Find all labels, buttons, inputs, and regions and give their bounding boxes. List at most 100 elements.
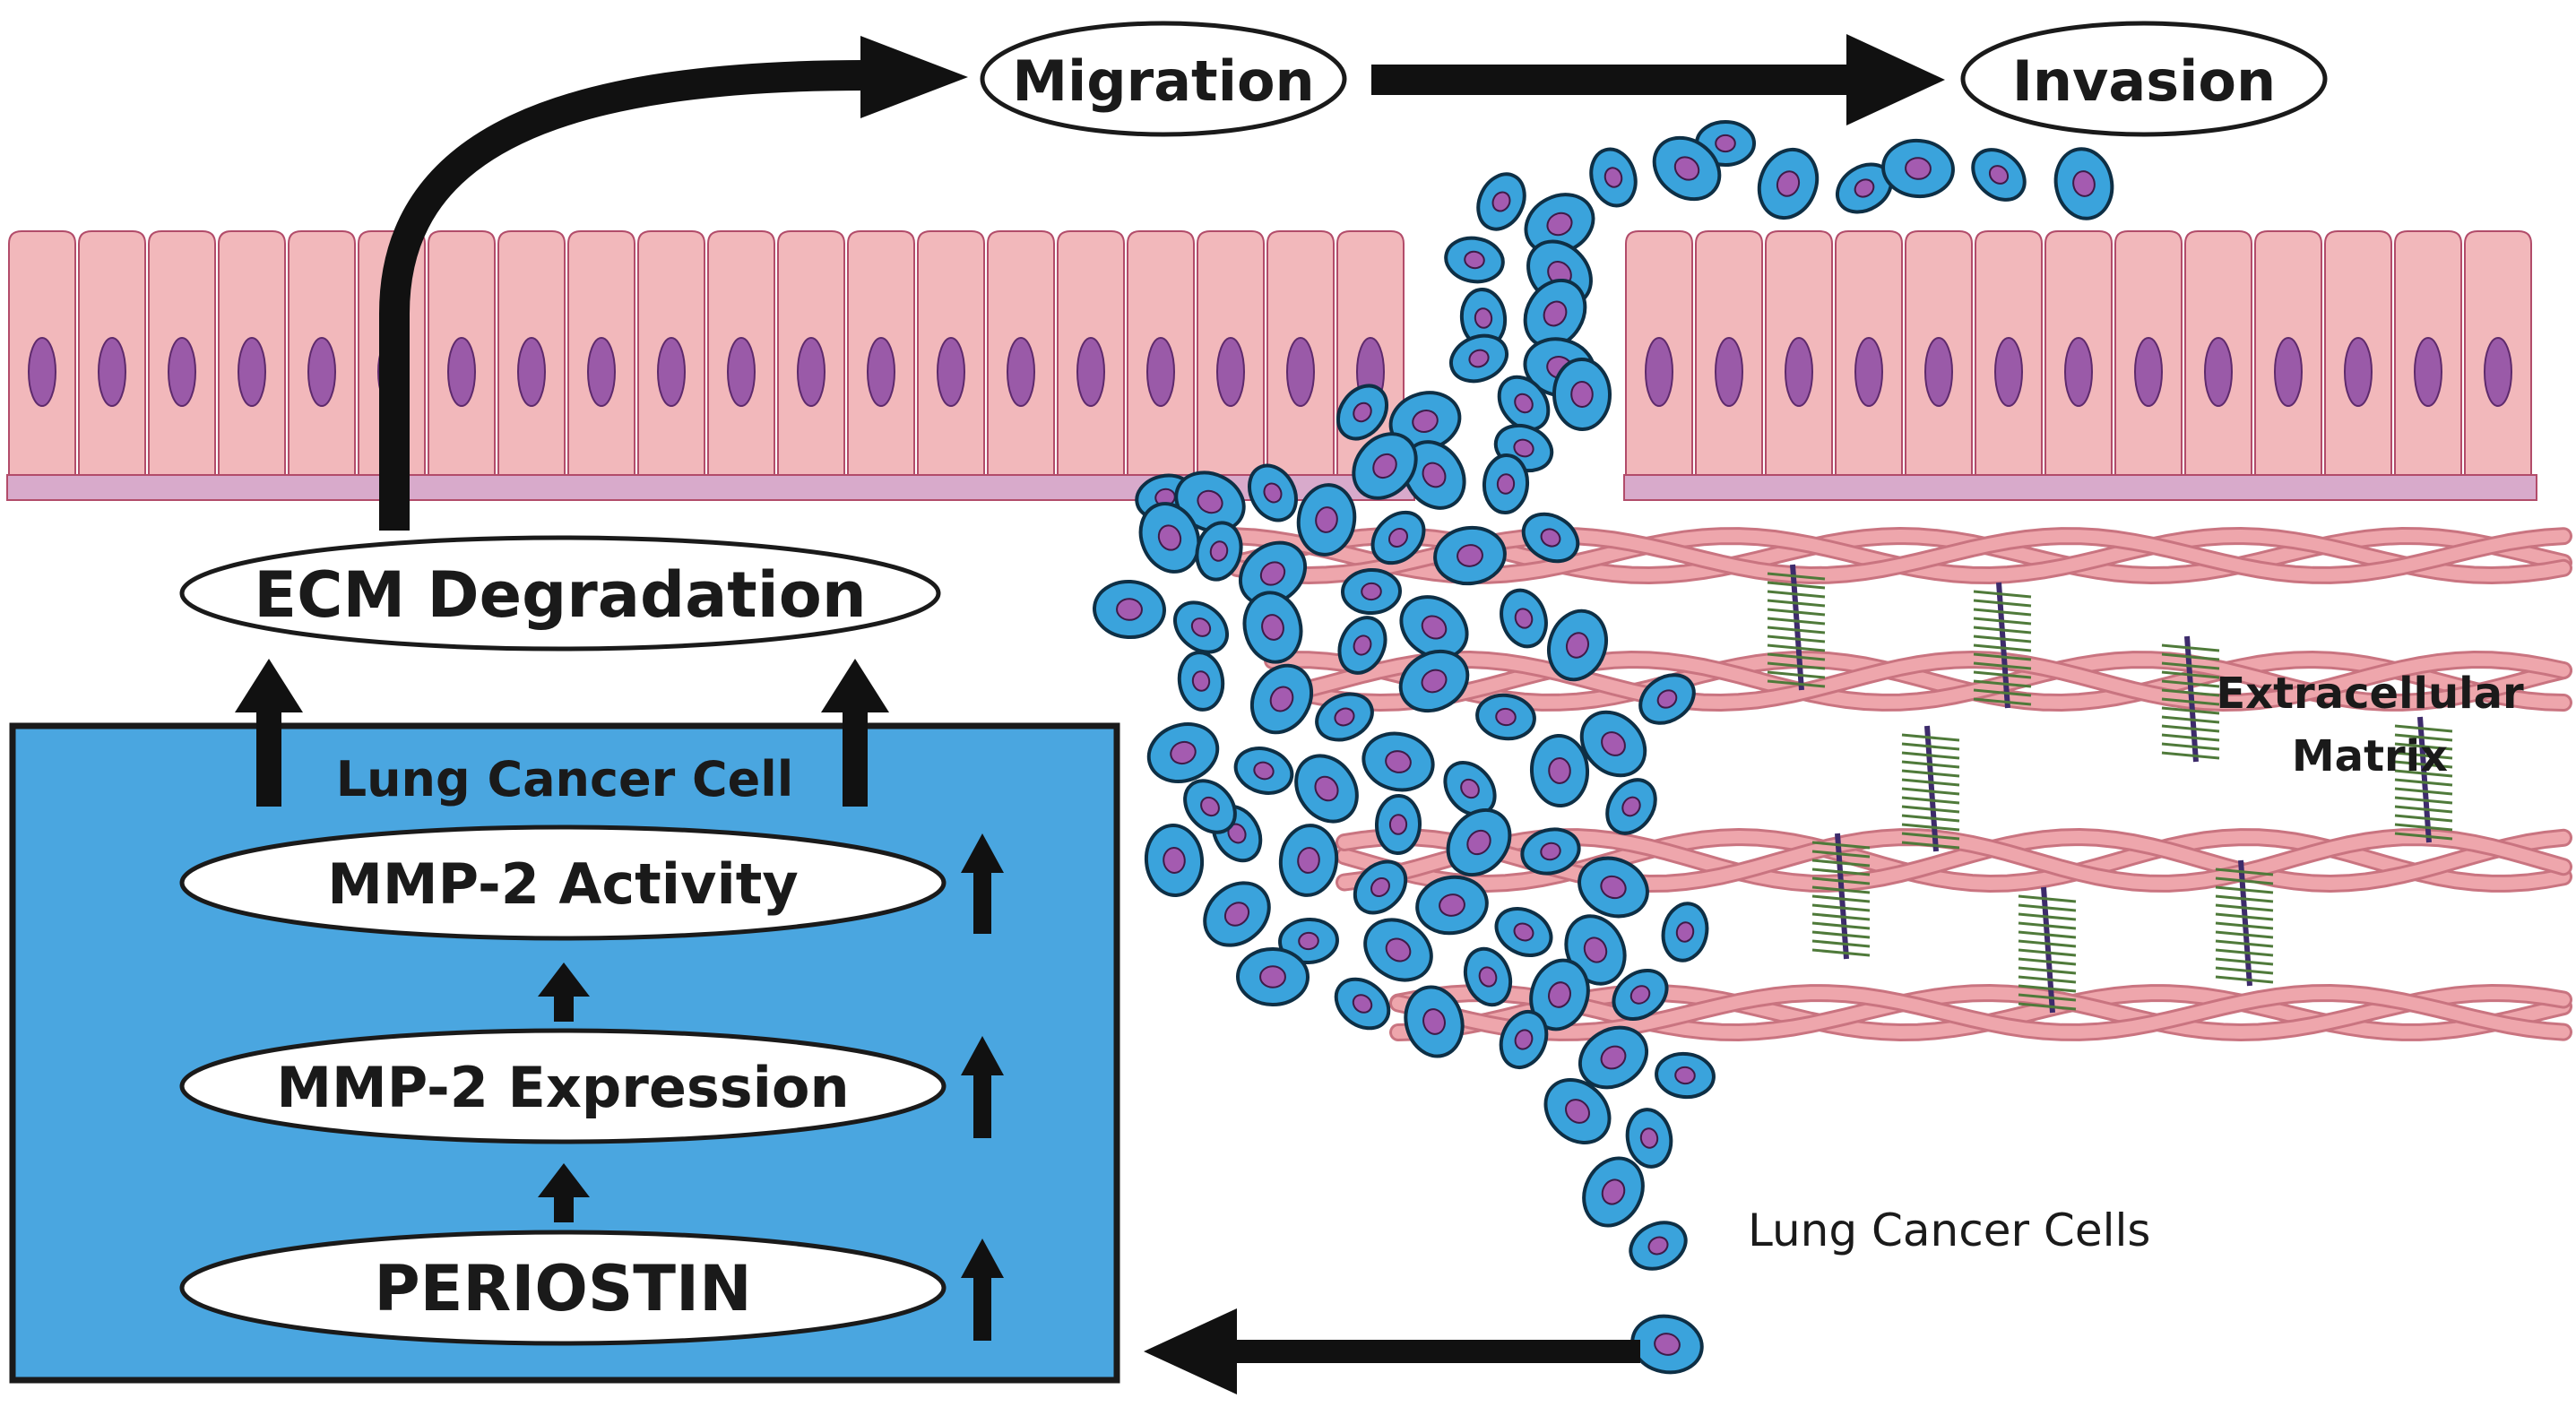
proteoglycan-chain xyxy=(1901,742,1960,751)
lung-cancer-cell-nucleus xyxy=(1468,349,1490,368)
proteoglycan-chain xyxy=(1811,868,1871,876)
lung-cancer-cell-label: Lung Cancer Cell xyxy=(336,751,794,807)
lung-cancer-cell-nucleus xyxy=(1654,1333,1681,1356)
lung-cancer-cell-nucleus xyxy=(1209,540,1229,562)
lung-cancer-cell-nucleus xyxy=(1514,1029,1534,1050)
increase-arrow-icon xyxy=(961,833,1004,934)
proteoglycan-chain xyxy=(1811,885,1871,894)
proteoglycan-chain xyxy=(2215,885,2274,894)
proteoglycan-chain xyxy=(1901,814,1960,823)
proteoglycan-chain xyxy=(1973,643,2032,652)
lung-cancer-cell-nucleus xyxy=(1464,250,1485,270)
lung-cancer-cell-nucleus xyxy=(1116,598,1143,621)
proteoglycan-chain xyxy=(1767,661,1826,670)
proteoglycan-chain xyxy=(1901,823,1960,832)
up-arrow-icon xyxy=(538,1163,590,1222)
lung-cancer-cell-nucleus xyxy=(1197,489,1223,514)
proteoglycan-chain xyxy=(1811,841,1871,850)
epithelial-nucleus xyxy=(1785,337,1813,407)
collagen-fiber xyxy=(1392,986,2570,1039)
lung-cancer-cell-nucleus xyxy=(1261,614,1284,641)
arrow-to-lung-cancer-cell-box xyxy=(1144,1308,1640,1394)
proteoglycan-chain xyxy=(2215,868,2274,876)
periostin-label: PERIOSTIN xyxy=(374,1252,751,1325)
proteoglycan-chain xyxy=(2161,742,2220,751)
basement-membrane xyxy=(1623,474,2537,501)
lung-cancer-cell-nucleus xyxy=(1466,829,1491,856)
lung-cancer-cell-nucleus xyxy=(1421,615,1448,640)
lung-cancer-cell-nucleus xyxy=(1157,524,1182,551)
proteoglycan-chain xyxy=(1767,617,1826,626)
mmp2-expression-label: MMP-2 Expression xyxy=(276,1055,849,1120)
proteoglycan-chain xyxy=(2161,679,2220,688)
epithelial-nucleus xyxy=(937,337,965,407)
epithelial-nucleus xyxy=(1007,337,1035,407)
proteoglycan-chain xyxy=(1901,796,1960,805)
lung-cancer-cell-nucleus xyxy=(1905,157,1932,180)
epithelial-nucleus xyxy=(238,337,266,407)
lung-cancer-cell-nucleus xyxy=(1474,307,1493,329)
proteoglycan-chain xyxy=(2394,769,2453,778)
lung-cancer-cell-nucleus xyxy=(2072,170,2096,197)
epithelial-nucleus xyxy=(2484,337,2512,407)
epithelial-nucleus xyxy=(1286,337,1315,407)
invasion-label: Invasion xyxy=(2012,48,2276,114)
epithelial-nucleus xyxy=(727,337,756,407)
proteoglycan-chain xyxy=(2394,760,2453,769)
lung-cancer-cell-cluster xyxy=(1093,120,2114,1375)
proteoglycan-chain xyxy=(2161,652,2220,661)
proteoglycan-chain xyxy=(1901,841,1960,850)
ecm-degradation-node: ECM Degradation xyxy=(179,535,941,652)
proteoglycan-chain xyxy=(2394,796,2453,805)
proteoglycan-chain xyxy=(2215,894,2274,903)
proteoglycan-chain xyxy=(2394,805,2453,814)
proteoglycan-chain xyxy=(1767,590,1826,599)
proteoglycan-chain xyxy=(1973,599,2032,608)
migration-node: Migration xyxy=(980,21,1347,137)
lung-cancer-cell-nucleus xyxy=(1163,847,1186,874)
proteoglycan-chain xyxy=(1811,939,1871,948)
proteoglycan-chain xyxy=(1973,634,2032,643)
lung-cancer-cell-nucleus xyxy=(1491,191,1511,212)
lung-cancer-cell-nucleus xyxy=(1543,300,1568,327)
proteoglycan-chain xyxy=(2018,993,2077,1002)
matrix-label: Matrix xyxy=(2292,731,2448,781)
epithelial-nucleus xyxy=(1994,337,2023,407)
proteoglycan-chain xyxy=(2215,975,2274,984)
collagen-fiber xyxy=(1266,652,2570,710)
proteoglycan-chain xyxy=(2394,742,2453,751)
epithelial-nucleus xyxy=(2344,337,2373,407)
lung-cancer-cell-nucleus xyxy=(1656,689,1678,709)
lung-cancer-cell-nucleus xyxy=(1604,167,1623,188)
proteoglycan-chain xyxy=(2161,670,2220,679)
lung-cancer-cell-nucleus xyxy=(1495,707,1517,727)
lung-cancer-cell-nucleus xyxy=(1422,1008,1446,1035)
proteoglycan-chain xyxy=(2215,957,2274,966)
lung-cancer-cell-nucleus xyxy=(1514,393,1534,414)
lung-cancer-cell-nucleus xyxy=(1565,632,1590,659)
lung-cancer-cell-nucleus xyxy=(1460,778,1480,799)
lung-cancer-cell-nucleus xyxy=(1601,1178,1626,1205)
epithelial-nucleus xyxy=(1146,337,1175,407)
lung-cancer-cell-nucleus xyxy=(1200,796,1220,817)
proteoglycan-chain xyxy=(1973,590,2032,599)
proteoglycan-chain xyxy=(2394,724,2453,733)
proteoglycan-chain xyxy=(2215,930,2274,939)
proteoglycan-chain xyxy=(2018,948,2077,957)
proteoglycan-chain xyxy=(2161,697,2220,706)
proteoglycan-chain xyxy=(1767,652,1826,661)
lung-cancer-cell-nucleus xyxy=(1370,876,1390,898)
lung-cancer-cell-nucleus xyxy=(1675,921,1695,943)
proteoglycan-chain xyxy=(1767,643,1826,652)
lung-cancer-cell-nucleus xyxy=(1513,922,1534,942)
lung-cancer-cell-nucleus xyxy=(1583,937,1608,963)
proteoglycan-chain xyxy=(1901,751,1960,760)
proteoglycan-chain xyxy=(1973,617,2032,626)
lung-cancer-cell-nucleus xyxy=(1715,134,1736,153)
lung-cancer-cell-nucleus xyxy=(1253,761,1275,781)
proteoglycan-chain xyxy=(2018,966,2077,975)
proteoglycan-chain xyxy=(1973,652,2032,661)
epithelial-nucleus xyxy=(1854,337,1883,407)
lung-cancer-cell-nucleus xyxy=(1421,669,1448,694)
